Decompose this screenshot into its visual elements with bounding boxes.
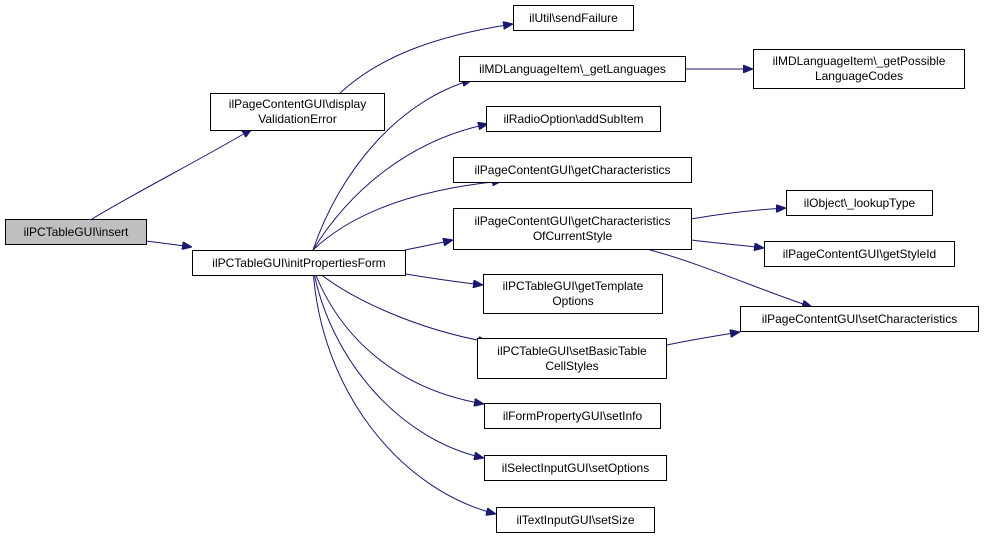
node-set-info[interactable]: ilFormPropertyGUI\setInfo bbox=[484, 403, 661, 429]
edge-get-characteristics-of-current-style-to-get-style-id bbox=[690, 239, 764, 248]
node-get-possible-language-codes-label-2: LanguageCodes bbox=[814, 69, 904, 83]
edge-init-properties-form-to-add-sub-item bbox=[312, 124, 488, 251]
edge-init-properties-form-to-set-options bbox=[312, 267, 484, 458]
node-set-basic-table-cell-styles-label-2: CellStyles bbox=[545, 358, 599, 373]
edge-get-characteristics-of-current-style-to-set-characteristics bbox=[649, 249, 812, 307]
edge-init-properties-form-to-get-characteristics bbox=[312, 181, 502, 251]
edge-insert-to-init-properties-form bbox=[145, 240, 192, 247]
node-add-sub-item-label: ilRadioOption\addSubItem bbox=[503, 111, 644, 126]
node-get-characteristics-of-current-style-label-1: ilPageContentGUI\getCharacteristics bbox=[474, 214, 671, 228]
node-get-possible-language-codes-label-1: ilMDLanguageItem\_getPossible bbox=[772, 54, 946, 68]
edge-init-properties-form-to-set-size bbox=[312, 267, 496, 514]
node-display-validation-error-label-2: ValidationError bbox=[258, 112, 337, 126]
node-init-properties-form[interactable]: ilPCTableGUI\initPropertiesForm bbox=[192, 250, 406, 276]
node-get-style-id-label: ilPageContentGUI\getStyleId bbox=[782, 246, 937, 261]
edge-set-basic-table-cell-styles-to-set-characteristics bbox=[666, 332, 740, 346]
node-set-options[interactable]: ilSelectInputGUI\setOptions bbox=[484, 455, 667, 481]
edge-display-validation-error-to-send-failure bbox=[337, 24, 513, 96]
node-get-languages-label: ilMDLanguageItem\_getLanguages bbox=[479, 61, 666, 76]
node-insert-label: ilPCTableGUI\insert bbox=[23, 224, 129, 239]
node-insert: ilPCTableGUI\insert bbox=[5, 219, 147, 245]
edge-init-properties-form-to-set-info bbox=[312, 267, 484, 404]
node-set-basic-table-cell-styles[interactable]: ilPCTableGUI\setBasicTable CellStyles bbox=[477, 338, 667, 379]
node-get-languages[interactable]: ilMDLanguageItem\_getLanguages bbox=[459, 56, 686, 82]
node-set-characteristics[interactable]: ilPageContentGUI\setCharacteristics bbox=[740, 306, 979, 332]
edge-init-properties-form-to-get-characteristics-of-current-style bbox=[404, 240, 453, 251]
node-lookup-type[interactable]: ilObject\_lookupType bbox=[786, 190, 933, 216]
node-get-template-options-label-1: ilPCTableGUI\getTemplate bbox=[502, 279, 644, 293]
node-send-failure[interactable]: ilUtil\sendFailure bbox=[513, 5, 634, 31]
node-set-options-label: ilSelectInputGUI\setOptions bbox=[501, 460, 650, 475]
node-set-basic-table-cell-styles-label-1: ilPCTableGUI\setBasicTable bbox=[497, 343, 647, 358]
node-get-characteristics-of-current-style-label-2: OfCurrentStyle bbox=[532, 229, 613, 243]
node-display-validation-error-label-1: ilPageContentGUI\display bbox=[228, 97, 367, 111]
node-send-failure-label: ilUtil\sendFailure bbox=[529, 10, 618, 25]
edge-init-properties-form-to-get-languages bbox=[312, 80, 472, 251]
node-set-size[interactable]: ilTextInputGUI\setSize bbox=[496, 507, 655, 533]
node-get-characteristics-of-current-style[interactable]: ilPageContentGUI\getCharacteristics OfCu… bbox=[453, 208, 692, 250]
node-init-properties-form-label: ilPCTableGUI\initPropertiesForm bbox=[212, 255, 386, 270]
node-display-validation-error[interactable]: ilPageContentGUI\display ValidationError bbox=[210, 93, 385, 131]
node-set-size-label: ilTextInputGUI\setSize bbox=[516, 512, 635, 527]
node-get-characteristics-label: ilPageContentGUI\getCharacteristics bbox=[474, 162, 671, 177]
node-get-template-options-label-2: Options bbox=[552, 294, 594, 308]
edge-get-characteristics-of-current-style-to-lookup-type bbox=[690, 208, 786, 220]
edge-init-properties-form-to-set-basic-table-cell-styles bbox=[312, 267, 488, 342]
node-get-characteristics[interactable]: ilPageContentGUI\getCharacteristics bbox=[453, 157, 692, 183]
node-lookup-type-label: ilObject\_lookupType bbox=[803, 195, 916, 210]
node-get-possible-language-codes[interactable]: ilMDLanguageItem\_getPossible LanguageCo… bbox=[753, 49, 965, 89]
node-set-characteristics-label: ilPageContentGUI\setCharacteristics bbox=[761, 311, 958, 326]
edge-insert-to-display-validation-error bbox=[91, 129, 252, 220]
node-set-info-label: ilFormPropertyGUI\setInfo bbox=[502, 408, 643, 423]
node-add-sub-item[interactable]: ilRadioOption\addSubItem bbox=[486, 106, 661, 132]
node-get-template-options[interactable]: ilPCTableGUI\getTemplate Options bbox=[483, 274, 663, 314]
node-get-style-id[interactable]: ilPageContentGUI\getStyleId bbox=[764, 241, 955, 267]
